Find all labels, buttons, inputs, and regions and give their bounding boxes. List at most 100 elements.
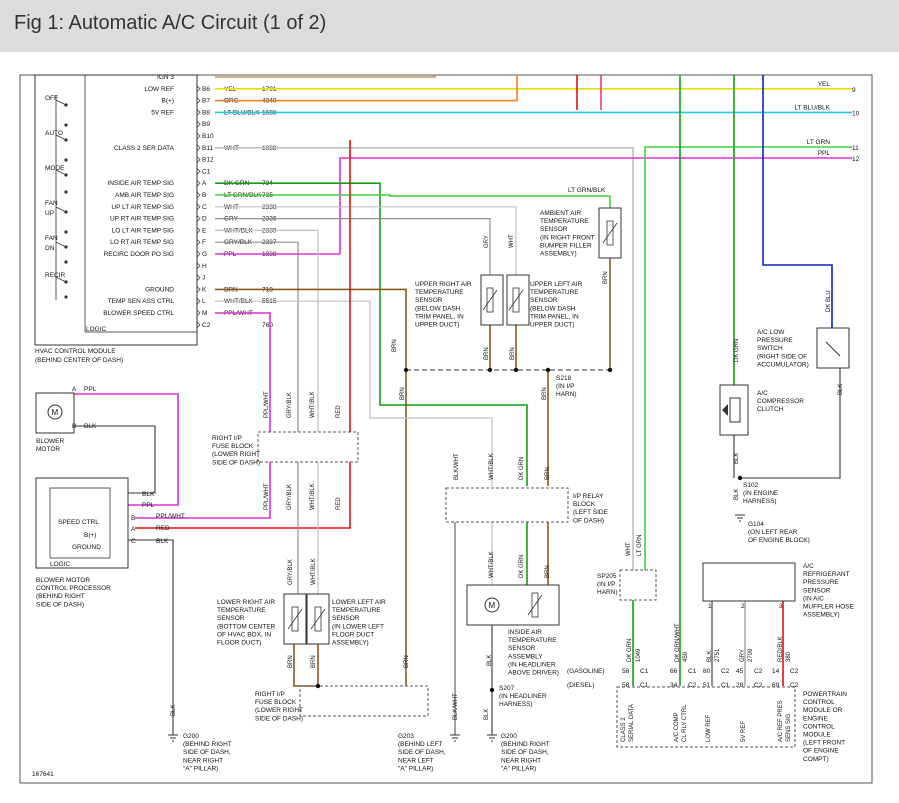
- inside-air-label-line: TEMPERATURE: [508, 637, 557, 644]
- refrig-pin: 1: [708, 603, 712, 610]
- wht-blk-5515-wire: [215, 300, 493, 486]
- switch-arm: [55, 134, 67, 141]
- hvac-pin-label-line: LOW REF: [144, 86, 174, 93]
- pcm-gas-pin: C2: [790, 668, 799, 675]
- connector-mark: [196, 144, 201, 152]
- pcm-diesel-pin-line: 28: [736, 682, 744, 689]
- bmcp-pin-b: B: [131, 515, 135, 522]
- hvac-pin-label: LO LT AIR TEMP SIG: [112, 227, 174, 234]
- switch-arm: [55, 241, 67, 248]
- bmcp-bplus-line: B(+): [84, 532, 96, 539]
- pcm-diesel-pin-line: 51: [703, 682, 711, 689]
- ac-low-pressure-label-line: ACCUMULATOR): [757, 361, 809, 368]
- blk2-vlabel: BLK: [484, 709, 490, 720]
- thermistor-body: [531, 592, 539, 618]
- blk-vlabel: BLK: [487, 655, 493, 666]
- refrig-pin: 3: [779, 603, 783, 610]
- hvac-pin-id-line: B10: [202, 133, 214, 140]
- hvac-pin-label-line: UP LT AIR TEMP SIG: [111, 204, 174, 211]
- lt-grn-blk-label-line: LT GRN/BLK: [568, 187, 606, 194]
- upper-right-label-line: UPPER DUCT): [415, 322, 459, 329]
- lower-left-label-line: ASSEMBLY): [332, 640, 369, 647]
- pcm-wire-label: 459: [683, 651, 689, 662]
- pcm-label-line: CONTROL: [803, 699, 835, 706]
- gry-blk-lower-right-wire: [215, 241, 299, 432]
- thermistor-symbols: [287, 220, 841, 632]
- hvac-pin-id-line: A: [202, 180, 207, 187]
- bmcp-red-line: RED: [156, 525, 170, 532]
- brn-vlabel: BRN: [392, 339, 398, 352]
- gry-blk-3-vlabel: GRY/BLK: [288, 559, 294, 585]
- hvac-pin-id-line: C1: [202, 168, 211, 175]
- header-bar: Fig 1: Automatic A/C Circuit (1 of 2): [0, 0, 899, 52]
- hvac-pin-label-line: B(+): [162, 98, 174, 105]
- pcm-pin-name: 5V REF: [741, 721, 747, 742]
- refrig-pin: 2: [741, 603, 745, 610]
- hvac-pin-circuit: 760: [262, 322, 273, 329]
- switch-contact: [64, 190, 68, 194]
- wht-blk-4-vlabel: WHT/BLK: [489, 551, 495, 578]
- blk3-vlabel: BLK: [171, 705, 177, 716]
- right-wire-color: LT GRN: [807, 139, 831, 146]
- pcm-gas-pin: 66: [670, 668, 678, 675]
- pcm-gas-pin-line: C1: [640, 668, 649, 675]
- right-wire-number-line: 9: [852, 87, 856, 94]
- right-fuse-upper-label-line: (LOWER RIGHT: [212, 451, 260, 458]
- brn5-vlabel: BRN: [545, 565, 551, 578]
- hvac-pin-label: B(+): [162, 98, 174, 105]
- hvac-pin-id: C: [202, 204, 207, 211]
- blk-s102-vlabel: BLK: [734, 489, 740, 500]
- pcm-wire-label: 380: [786, 651, 792, 662]
- wht-blk-3-vlabel: WHT/BLK: [489, 453, 495, 480]
- ac-refrigerant-label-line: ASSEMBLY): [803, 612, 840, 619]
- gry-upper-right-wire: [215, 218, 491, 275]
- gasoline-label: (GASOLINE): [567, 668, 605, 675]
- org-wire: [215, 75, 518, 102]
- inside-air-motor-letter: M: [489, 601, 496, 610]
- right-wire-color: LT BLU/BLK: [794, 104, 830, 111]
- brn-ground-wire: [215, 288, 407, 686]
- ip-relay-label-line: I/P RELAY: [573, 493, 604, 500]
- pcm-label-line: CONTROL: [803, 723, 835, 730]
- lt-grn-11-wire: [644, 146, 852, 570]
- hvac-switch-label-line: UP: [45, 210, 54, 217]
- pcm-wire-label: 1049: [636, 648, 642, 662]
- pcm-pin-name: LOW REF: [706, 714, 712, 742]
- upper-right-sensor-box: [480, 274, 504, 326]
- bm-wire-ppl: PPL: [84, 386, 97, 393]
- g200-right-label-line: (BEHIND RIGHT: [501, 741, 550, 748]
- hvac-pin-id: D: [202, 216, 207, 223]
- right-fuse-upper-label-line: FUSE BLOCK: [212, 443, 254, 450]
- pcm-wire-label: RED/BLK: [778, 636, 784, 662]
- hvac-pin-label-line: LO LT AIR TEMP SIG: [112, 227, 174, 234]
- hvac-pin-id: B11: [202, 145, 213, 152]
- bmcp-logic-box: [49, 487, 111, 559]
- hvac-pin-label-line: GROUND: [145, 286, 174, 293]
- inside-air-label-line: SENSOR: [508, 645, 536, 652]
- pcm-diesel-pin-line: 58: [622, 682, 630, 689]
- brn-amb-vlabel: BRN: [603, 271, 609, 284]
- pcm-diesel-pin-line: C1: [640, 682, 649, 689]
- wht-blk-vlabel: WHT/BLK: [310, 391, 316, 418]
- hvac-pin-label-line: CLASS 2 SER DATA: [114, 145, 175, 152]
- right-fuse-block-lower: [299, 685, 429, 717]
- bmcp-pin-a-line: A: [131, 526, 136, 533]
- bm-wire-ppl-line: PPL: [84, 386, 97, 393]
- ambient-sensor-label-line: SENSOR: [540, 226, 568, 233]
- thermistor-arrow: [527, 594, 543, 616]
- upper-right-label-line: SENSOR: [415, 297, 443, 304]
- pcm-gas-pin-line: 80: [703, 668, 711, 675]
- blk-clutch-vlabel: BLK: [734, 453, 740, 464]
- hvac-pin-id: B12: [202, 157, 214, 164]
- ac-refrigerant-label-line: REFRIGERANT: [803, 571, 850, 578]
- pcm-pin-name: CL RLY CTRL: [682, 704, 688, 742]
- ambient-sensor-label-line: ASSEMBLY): [540, 251, 577, 258]
- connector-mark: [196, 109, 201, 116]
- dk-grn-vlabel: DK GRN: [519, 457, 525, 480]
